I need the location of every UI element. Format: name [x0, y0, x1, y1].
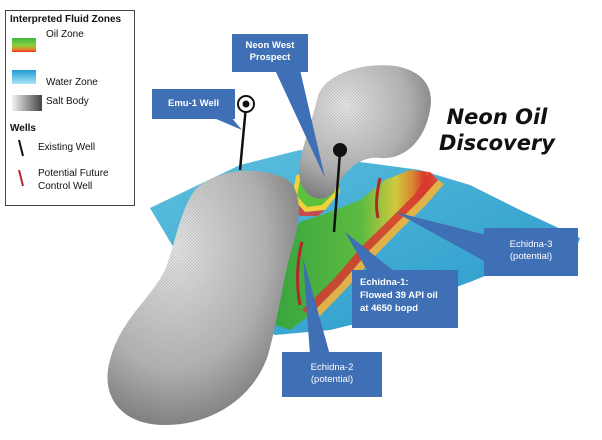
- echidna-3-well: [375, 177, 382, 219]
- echidna-3-label-line-1: Echidna-3: [509, 239, 553, 250]
- callout-echidna-3: [395, 212, 578, 276]
- echidna-2-well: [296, 241, 304, 306]
- salt-body-north: [299, 65, 431, 199]
- callout-neon-west: [232, 34, 325, 178]
- page-title: Neon Oil Discovery: [435, 104, 559, 156]
- echidna-1-label-line-3: at 4650 bopd: [360, 303, 419, 314]
- echidna-3-label: Echidna-3 (potential): [484, 239, 578, 263]
- echidna-2-label-line-2: (potential): [310, 374, 354, 385]
- salt-body-main: [107, 170, 299, 425]
- title-line-1: Neon Oil: [446, 105, 548, 129]
- echidna-1-label: Echidna-1: Flowed 39 API oil at 4650 bop…: [360, 276, 456, 315]
- legend-existing-well: Existing Well: [38, 142, 96, 153]
- emu-1-well: [237, 95, 255, 171]
- legend-future-well-line-2: Control Well: [38, 181, 93, 192]
- callout-emu-1: [152, 89, 242, 130]
- legend-salt-body: Salt Body: [46, 96, 89, 107]
- legend-wells-heading: Wells: [10, 123, 36, 134]
- legend-future-well-line-1: Potential Future: [38, 168, 109, 179]
- callout-echidna-2: [282, 258, 382, 397]
- echidna-1-label-line-1: Echidna-1:: [360, 277, 409, 288]
- echidna-2-label-line-1: Echidna-2: [310, 362, 354, 373]
- future-well-icon: [18, 169, 24, 187]
- water-zone-swatch: [12, 70, 36, 84]
- echidna-3-label-line-2: (potential): [509, 251, 553, 262]
- title-line-2: Discovery: [439, 131, 555, 155]
- existing-well-icon: [18, 139, 24, 157]
- emu-1-label-text: Emu-1 Well: [167, 98, 220, 109]
- neon-west-label-line-1: Neon West: [245, 40, 295, 51]
- neon-west-label-line-2: Prospect: [249, 52, 291, 63]
- legend-oil-zone: Oil Zone: [46, 29, 84, 40]
- legend-heading: Interpreted Fluid Zones: [10, 14, 122, 25]
- echidna-1-label-line-2: Flowed 39 API oil: [360, 290, 438, 301]
- oil-zone-swatch: [12, 38, 36, 52]
- emu-1-label: Emu-1 Well: [152, 98, 235, 110]
- salt-body-swatch: [12, 95, 42, 111]
- callout-echidna-1: [345, 232, 458, 328]
- legend: Interpreted Fluid Zones Oil Zone Water Z…: [5, 10, 135, 206]
- echidna-2-label: Echidna-2 (potential): [282, 362, 382, 386]
- legend-water-zone: Water Zone: [46, 77, 98, 88]
- neon-west-label: Neon West Prospect: [232, 40, 308, 64]
- echidna-1-well: [332, 143, 347, 233]
